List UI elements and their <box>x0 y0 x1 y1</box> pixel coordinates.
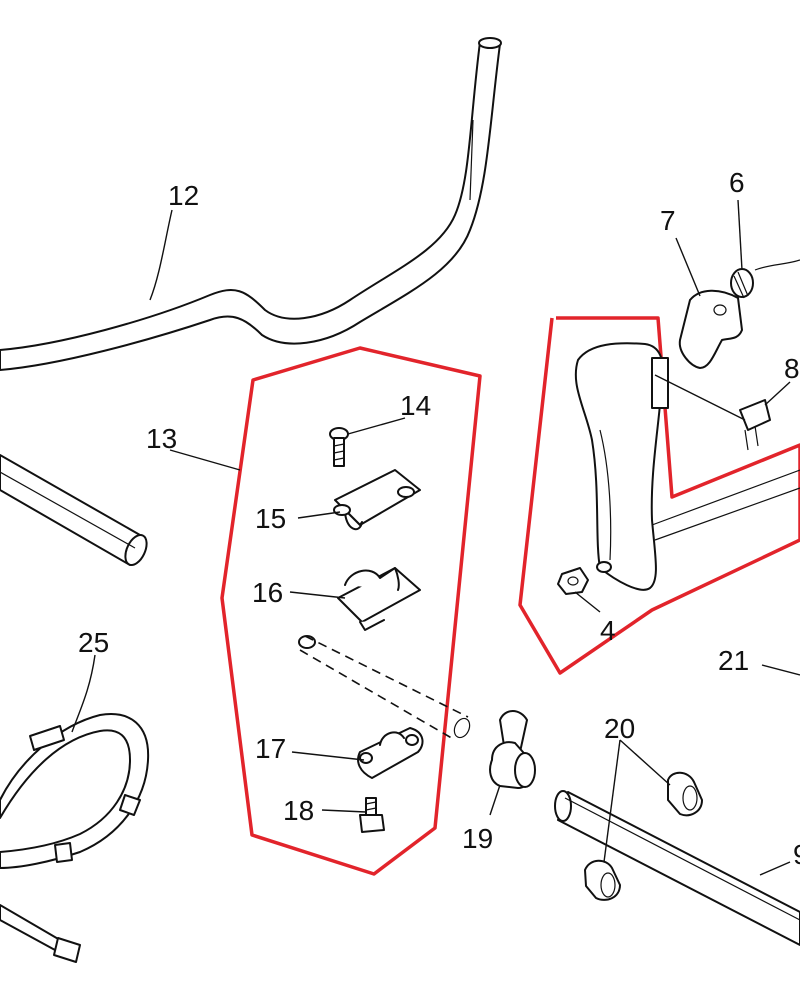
part-17-lower-clamp <box>357 727 424 779</box>
callout-19: 19 <box>462 823 493 854</box>
part-9-shaft <box>554 790 800 946</box>
callout-14: 14 <box>400 390 431 421</box>
part-14-bolt <box>329 427 349 467</box>
callout-18: 18 <box>283 795 314 826</box>
callout-13: 13 <box>146 423 177 454</box>
callout-4: 4 <box>600 615 616 646</box>
callout-6: 6 <box>729 167 745 198</box>
part-19-clip <box>489 710 536 789</box>
callout-12: 12 <box>168 180 199 211</box>
part-12-handlebar <box>0 37 502 371</box>
part-7-trigger <box>678 289 743 369</box>
part-13-shaft <box>0 454 148 566</box>
part-20-clamps <box>584 771 703 901</box>
callout-15: 15 <box>255 503 286 534</box>
highlight-boundary-left <box>220 346 482 876</box>
part-18-screw <box>359 797 385 833</box>
callout-16: 16 <box>252 577 283 608</box>
callout-9: 9 <box>793 839 800 870</box>
leader-lines <box>71 199 800 876</box>
dashed-tube-guide <box>298 635 471 741</box>
callout-17: 17 <box>255 733 286 764</box>
part-8-connector <box>739 399 771 451</box>
part-21-shaft <box>651 469 800 541</box>
part-handle-grip <box>574 342 669 591</box>
callout-25: 25 <box>78 627 109 658</box>
callout-21: 21 <box>718 645 749 676</box>
part-15-clamp-top <box>333 469 421 531</box>
callout-7: 7 <box>660 205 676 236</box>
part-4-nut <box>557 567 589 595</box>
callout-20: 20 <box>604 713 635 744</box>
part-16-clamp-bottom <box>337 567 421 631</box>
callout-8: 8 <box>784 353 800 384</box>
part-25-harness <box>0 713 150 963</box>
